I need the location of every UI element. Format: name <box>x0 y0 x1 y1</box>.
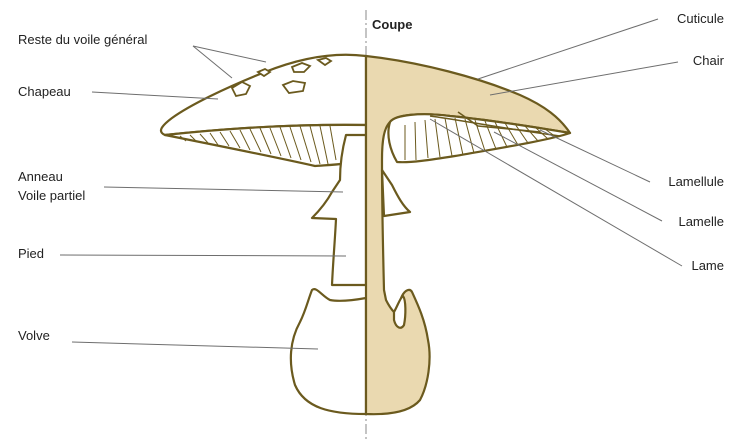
leader-chapeau <box>92 92 218 99</box>
flesh-section <box>366 56 570 414</box>
label-chair: Chair <box>693 53 724 69</box>
leader-lamellule <box>540 130 650 182</box>
label-lamelle: Lamelle <box>678 214 724 230</box>
leader-pied <box>60 255 346 256</box>
leader-lame <box>430 119 682 266</box>
cap-exterior <box>161 55 366 135</box>
label-chapeau: Chapeau <box>18 84 71 100</box>
mushroom-exterior-half <box>161 55 366 414</box>
ring-section <box>382 170 410 216</box>
label-voile-partiel: Voile partiel <box>18 188 85 204</box>
mushroom-section-half <box>366 56 570 414</box>
leader-volve <box>72 342 318 349</box>
label-volve: Volve <box>18 328 50 344</box>
leader-reste-voile-1 <box>193 46 232 78</box>
leader-anneau <box>104 187 343 192</box>
leader-lamelle <box>494 132 662 221</box>
label-anneau: Anneau <box>18 169 63 185</box>
volva-cavity <box>394 296 405 328</box>
volva-exterior <box>291 289 366 414</box>
label-cuticule: Cuticule <box>677 11 724 27</box>
label-reste-du-voile-general: Reste du voile général <box>18 32 147 48</box>
section-label: Coupe <box>372 17 412 33</box>
label-lamellule: Lamellule <box>668 174 724 190</box>
leader-reste-voile-2 <box>193 46 266 62</box>
label-lame: Lame <box>691 258 724 274</box>
label-pied: Pied <box>18 246 44 262</box>
leader-chair <box>490 62 678 95</box>
